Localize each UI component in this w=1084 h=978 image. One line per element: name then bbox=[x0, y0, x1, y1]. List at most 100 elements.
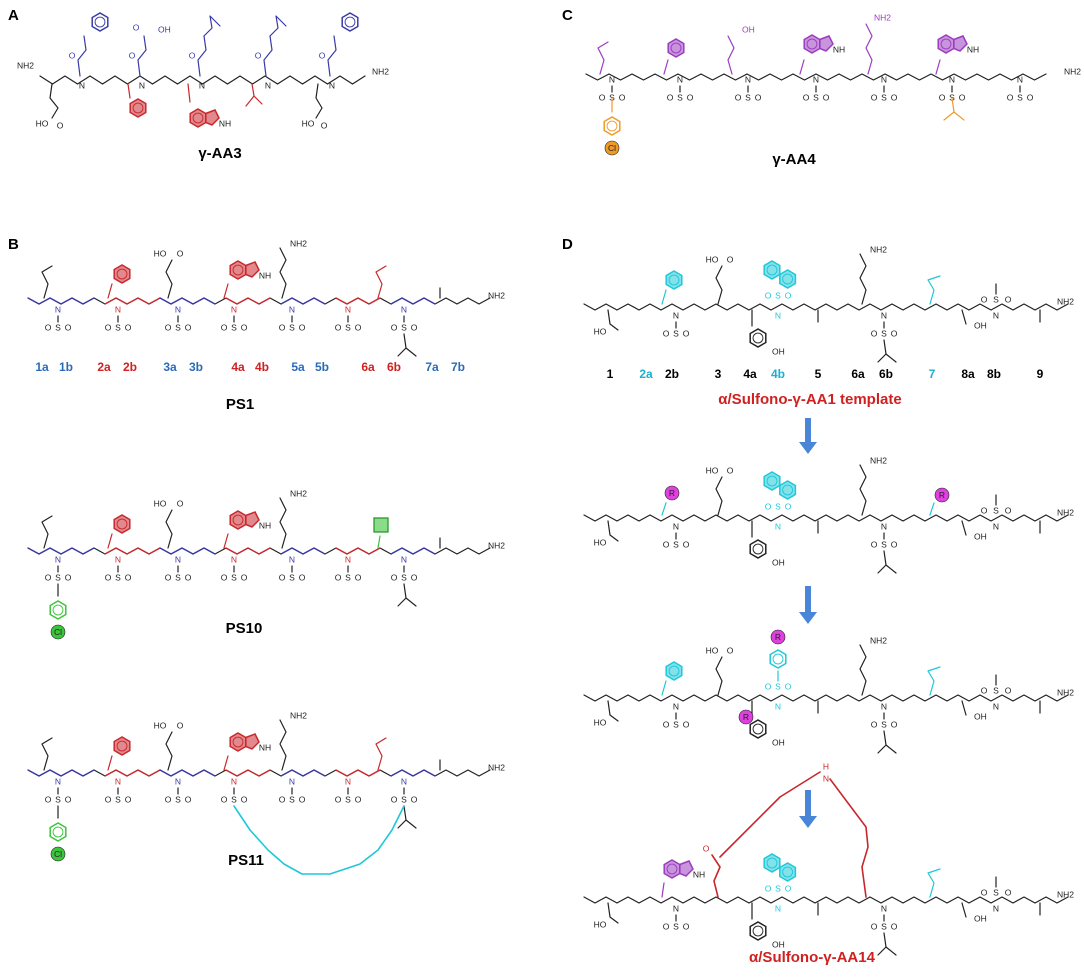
arrow-shaft bbox=[805, 790, 811, 818]
atom-label: O bbox=[165, 794, 172, 804]
bond-chain bbox=[585, 73, 1047, 81]
ring-aromatic bbox=[668, 665, 680, 677]
bond-chain bbox=[269, 15, 287, 37]
bond-chain bbox=[583, 694, 1069, 702]
ring-outline bbox=[665, 661, 683, 681]
atom-label: NH bbox=[259, 742, 271, 752]
atom-label: N bbox=[289, 554, 295, 564]
bond-chain bbox=[245, 83, 255, 107]
ring-outline bbox=[91, 12, 109, 32]
compound-name-gamma-aa3: γ-AA3 bbox=[198, 145, 241, 162]
ring-aromatic bbox=[666, 863, 678, 875]
atom-label: O bbox=[241, 322, 248, 332]
bond bbox=[799, 59, 805, 75]
atom-label: O bbox=[785, 681, 792, 691]
indole-ring: NH bbox=[229, 260, 271, 280]
naph-ring-2 bbox=[779, 269, 797, 289]
atom-label: O bbox=[683, 539, 690, 549]
cyclobutyl-ring bbox=[373, 517, 389, 533]
atom-label: N bbox=[775, 521, 781, 531]
bond-chain bbox=[335, 547, 381, 555]
bond bbox=[661, 502, 667, 516]
atom-label: O bbox=[65, 322, 72, 332]
bond bbox=[223, 533, 229, 549]
bond-chain bbox=[719, 771, 821, 858]
atom-label: N bbox=[993, 310, 999, 320]
ring-outline bbox=[937, 34, 955, 54]
bond-chain bbox=[583, 896, 1069, 904]
atom-label: OH bbox=[974, 531, 987, 541]
residue-label: 7a bbox=[425, 360, 439, 374]
benzene-ring bbox=[749, 719, 767, 739]
indole-ring: NH bbox=[189, 108, 231, 128]
bond-chain bbox=[27, 547, 491, 555]
atom-label: N bbox=[677, 74, 683, 84]
bond bbox=[377, 535, 381, 549]
atom-label: N bbox=[79, 80, 85, 90]
atom-label: S bbox=[401, 794, 407, 804]
ring-aromatic bbox=[52, 826, 64, 838]
ring-outline bbox=[129, 98, 147, 118]
bond-chain bbox=[877, 932, 887, 956]
atom-label: N bbox=[993, 521, 999, 531]
atom-label: OH bbox=[974, 320, 987, 330]
benzene-ring bbox=[49, 822, 67, 842]
atom-label: HO bbox=[154, 248, 167, 258]
bond-chain bbox=[727, 35, 735, 75]
bond-chain bbox=[41, 265, 53, 299]
bond-chain bbox=[203, 15, 221, 37]
bond-chain bbox=[279, 719, 287, 771]
residue-label: 1 bbox=[607, 367, 614, 381]
benzene-ring bbox=[49, 600, 67, 620]
bond-chain bbox=[165, 509, 173, 549]
atom-label: N bbox=[813, 74, 819, 84]
ring-outline bbox=[763, 260, 781, 280]
ring-aromatic bbox=[668, 274, 680, 286]
atom-label: S bbox=[673, 921, 679, 931]
bond-chain bbox=[77, 35, 87, 77]
atom-label: O bbox=[959, 92, 966, 102]
atom-label: HO bbox=[154, 498, 167, 508]
residue-label: 6a bbox=[851, 367, 865, 381]
atom-label: N bbox=[775, 903, 781, 913]
bond-chain bbox=[27, 769, 95, 777]
atom-label: OH bbox=[772, 346, 785, 356]
residue-label: 2b bbox=[123, 360, 137, 374]
atom-label: N bbox=[115, 554, 121, 564]
atom-label: O bbox=[823, 92, 830, 102]
bond-chain bbox=[280, 769, 326, 777]
atom-label: N bbox=[231, 554, 237, 564]
naph-ring-1 bbox=[763, 853, 781, 873]
atom-label: N bbox=[265, 80, 271, 90]
arrow-shaft bbox=[805, 418, 811, 444]
atom-label: HO bbox=[154, 720, 167, 730]
bond-chain bbox=[927, 275, 941, 305]
bond bbox=[107, 755, 113, 771]
atom-label: NH2 bbox=[1057, 687, 1074, 697]
atom-label: N bbox=[329, 80, 335, 90]
atom-label: O bbox=[703, 843, 710, 853]
benzene-ring bbox=[749, 328, 767, 348]
bond-chain bbox=[927, 868, 941, 898]
atom-label: O bbox=[319, 50, 326, 60]
bond-chain bbox=[865, 23, 873, 75]
atom-label: O bbox=[185, 322, 192, 332]
atom-label: S bbox=[345, 572, 351, 582]
indole-ring: NH bbox=[229, 732, 271, 752]
atom-label: O bbox=[125, 322, 132, 332]
atom-label: O bbox=[221, 322, 228, 332]
ring-aromatic bbox=[766, 475, 778, 487]
bond-chain bbox=[327, 35, 337, 77]
bond-chain bbox=[165, 259, 173, 299]
atom-label: O bbox=[1007, 92, 1014, 102]
atom-label: OH bbox=[742, 24, 755, 34]
atom-label: N bbox=[401, 304, 407, 314]
ring-outline bbox=[113, 736, 131, 756]
atom-label: S bbox=[175, 572, 181, 582]
atom-label: O bbox=[241, 572, 248, 582]
indole-ring: NH bbox=[229, 510, 271, 530]
residue-label: 6b bbox=[879, 367, 893, 381]
